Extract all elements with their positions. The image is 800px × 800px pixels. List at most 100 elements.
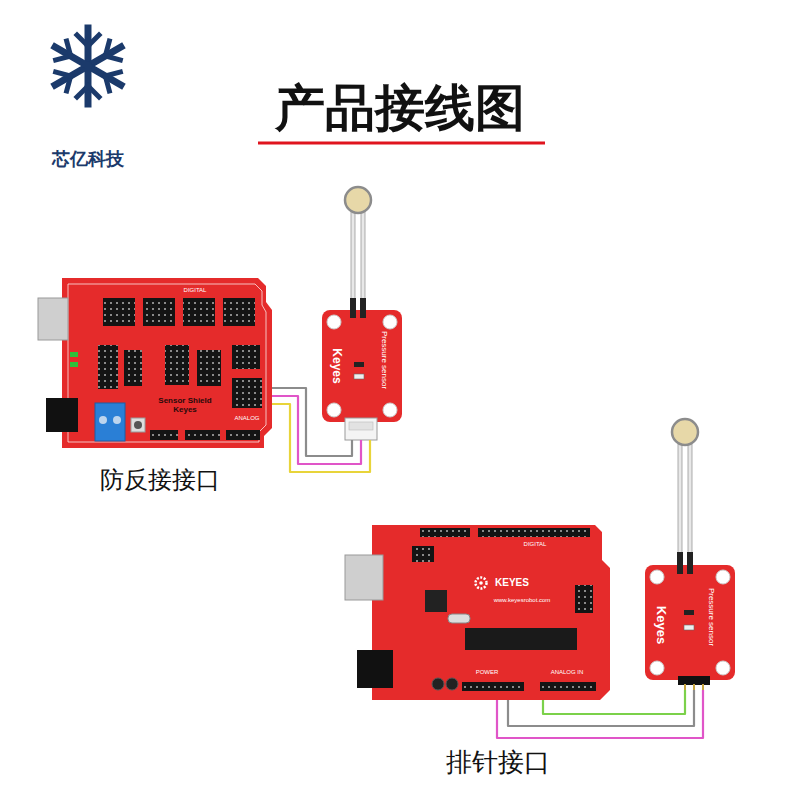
led <box>70 362 78 367</box>
board-print: Sensor Shield Keyes <box>152 396 218 414</box>
silkscreen-label: DIGITAL <box>524 541 547 548</box>
logo-arm <box>50 37 94 75</box>
mounting-hole <box>327 315 341 329</box>
mcu-chip <box>465 628 577 650</box>
pin-header <box>412 546 434 562</box>
capacitor <box>446 678 458 690</box>
mounting-hole <box>383 403 397 417</box>
header-pin <box>693 684 695 690</box>
pin-header <box>143 298 175 326</box>
board-print: Keyes <box>329 348 343 383</box>
pressure-sensor-module: KeyesPressure sensor <box>645 565 737 690</box>
module-board <box>645 565 735 680</box>
caption: 防反接接口 <box>100 467 220 493</box>
module-board <box>322 310 402 422</box>
reset-cap <box>134 421 142 429</box>
board-print: KEYES <box>495 577 529 589</box>
jumper-wire <box>508 690 694 726</box>
logo-stroke <box>77 86 88 97</box>
heat-shrink <box>687 552 693 574</box>
terminal-screw <box>113 416 121 424</box>
title-underline <box>258 142 545 145</box>
pin-header <box>232 378 262 408</box>
logo-stroke <box>61 41 76 56</box>
terminal-screw <box>99 416 107 424</box>
reset-button <box>131 418 145 432</box>
brand-name: 芯亿科技 <box>52 150 124 170</box>
pin-header <box>575 585 593 613</box>
pin-header <box>232 345 260 369</box>
heat-shrink <box>360 298 366 318</box>
uno-board <box>372 525 610 700</box>
usb-port <box>38 298 68 340</box>
jumper-wire <box>497 690 703 738</box>
usb-chip <box>425 590 447 612</box>
usb-port <box>345 555 383 600</box>
silkscreen-label: ANALOG <box>234 415 259 422</box>
led <box>70 352 78 357</box>
pin-header <box>420 528 470 537</box>
smd-part <box>354 374 364 379</box>
jumper-wire <box>272 404 370 472</box>
mounting-hole <box>327 403 341 417</box>
sensor-lead <box>351 210 355 310</box>
smd-part <box>684 610 694 615</box>
mounting-hole <box>650 661 664 675</box>
power-jack <box>357 650 393 688</box>
header-pin <box>684 684 686 690</box>
logo-stroke <box>61 76 76 91</box>
capacitor <box>432 678 444 690</box>
brand-gear <box>476 578 487 589</box>
board-print: Pressure sensor <box>379 331 388 389</box>
connector-slot <box>349 422 373 430</box>
pressure-sensor-module: Keyes Pressure sensor <box>322 310 402 440</box>
logo-stroke <box>100 41 115 56</box>
terminal-block <box>95 403 125 441</box>
pin-header <box>183 298 215 326</box>
pin-header <box>223 298 255 326</box>
pin-header <box>185 430 220 440</box>
silkscreen-label: DIGITAL <box>184 287 207 294</box>
pin-header <box>103 298 135 326</box>
pin-header-base <box>678 676 710 685</box>
logo-stroke <box>88 35 99 46</box>
smd-part <box>684 625 694 630</box>
anti-reverse-connector <box>345 418 377 440</box>
mounting-hole <box>383 315 397 329</box>
page-title: 产品接线图 <box>0 78 800 138</box>
pin-header <box>226 430 260 440</box>
header-pin <box>702 684 704 690</box>
pin-header <box>98 345 118 389</box>
sensor-shield-board: Sensor Shield Keyes <box>62 278 272 448</box>
pin-header <box>462 682 524 691</box>
brand-gear-hub <box>479 581 483 585</box>
silkscreen-label: www.keyesrobot.com <box>494 597 551 604</box>
logo-stroke <box>100 76 115 91</box>
pin-header <box>197 350 221 386</box>
force-sensor-disc <box>672 419 698 445</box>
heat-shrink <box>350 298 356 318</box>
jumper-wire <box>543 690 685 714</box>
mounting-hole <box>650 570 664 584</box>
board-outline <box>68 284 266 442</box>
force-sensor-disc <box>345 187 371 213</box>
logo-snowflake <box>50 28 127 104</box>
pin-header <box>150 430 178 440</box>
caption: 排针接口 <box>446 748 550 777</box>
mounting-hole <box>716 661 730 675</box>
logo-stroke <box>105 51 120 66</box>
pin-header <box>478 528 590 537</box>
sensor-lead <box>678 444 682 562</box>
logo-stroke <box>56 66 71 81</box>
jumper-wire <box>272 388 352 456</box>
jumper-wire <box>272 396 361 464</box>
crystal <box>448 614 470 623</box>
power-jack <box>46 398 78 432</box>
sensor-lead <box>688 444 692 562</box>
pin-header <box>540 682 596 691</box>
mounting-hole <box>716 570 730 584</box>
sensor-lead <box>361 210 365 310</box>
shield-board <box>62 278 272 448</box>
smd-part <box>354 362 364 367</box>
